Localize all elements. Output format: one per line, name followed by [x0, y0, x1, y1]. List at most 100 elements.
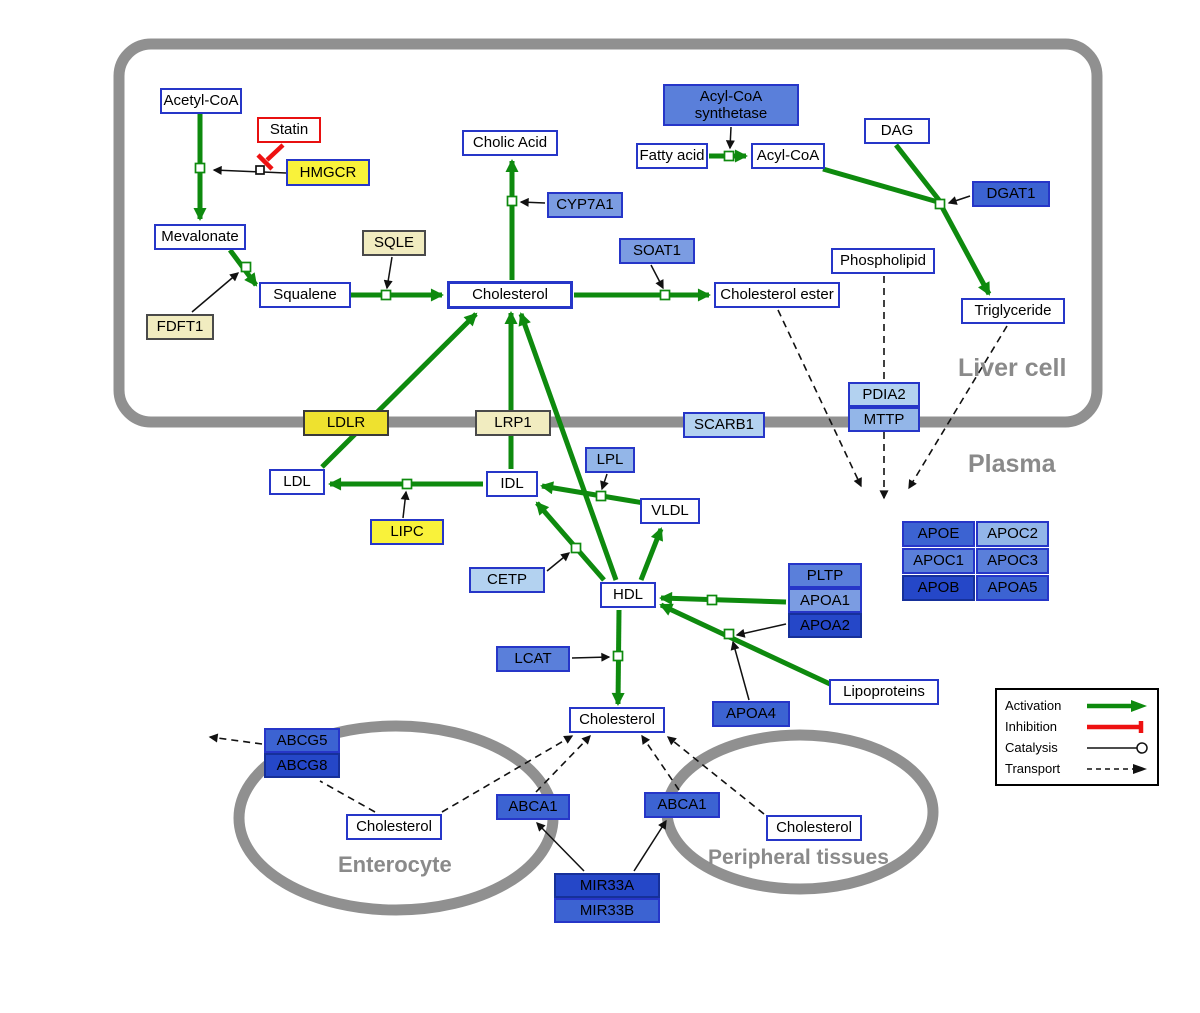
- catalysis-apoa-group: [735, 623, 787, 638]
- arrow-mir33-abca1-right: [633, 819, 667, 872]
- node-fdft1[interactable]: FDFT1: [146, 314, 214, 340]
- transport-cholesterol-ester: [777, 309, 862, 488]
- reaction-square: [706, 594, 718, 606]
- catalysis-edges: [191, 126, 971, 872]
- node-cholesterol-liver[interactable]: Cholesterol: [447, 281, 573, 309]
- node-lpl[interactable]: LPL: [585, 447, 635, 473]
- node-lipc[interactable]: LIPC: [370, 519, 444, 545]
- reaction-squares: [194, 150, 946, 662]
- legend-row-catalysis: Catalysis: [1005, 740, 1149, 755]
- transport-abca1-right: [641, 734, 680, 791]
- node-triglyceride[interactable]: Triglyceride: [961, 298, 1065, 324]
- reaction-square: [401, 478, 413, 490]
- node-apoa2[interactable]: APOA2: [788, 613, 862, 638]
- node-dag[interactable]: DAG: [864, 118, 930, 144]
- peripheral-tissues-label: Peripheral tissues: [708, 846, 889, 869]
- node-ldl[interactable]: LDL: [269, 469, 325, 495]
- legend-box: Activation Inhibition Catalysis Transpor…: [995, 688, 1159, 786]
- node-abcg8[interactable]: ABCG8: [264, 753, 340, 778]
- node-mttp[interactable]: MTTP: [848, 407, 920, 432]
- catalysis-fdft1: [191, 272, 240, 313]
- node-vldl[interactable]: VLDL: [640, 498, 700, 524]
- catalysis-sqle: [383, 256, 393, 290]
- node-cholesterol-enterocyte[interactable]: Cholesterol: [346, 814, 442, 840]
- reaction-square: [659, 289, 671, 301]
- node-idl[interactable]: IDL: [486, 471, 538, 497]
- catalysis-dgat1: [947, 195, 971, 205]
- node-squalene[interactable]: Squalene: [259, 282, 351, 308]
- catalysis-soat1: [650, 264, 664, 290]
- node-cholesterol-ester[interactable]: Cholesterol ester: [714, 282, 840, 308]
- edge-apoa-hdl: [659, 591, 787, 605]
- legend-row-transport: Transport: [1005, 761, 1149, 776]
- catalysis-hmgcr: [212, 165, 287, 175]
- catalysis-apoa4: [730, 640, 750, 701]
- catalysis-lpl: [600, 473, 609, 491]
- node-apoe[interactable]: APOE: [902, 521, 975, 547]
- node-acetyl-coa[interactable]: Acetyl-CoA: [160, 88, 242, 114]
- enterocyte-label: Enterocyte: [338, 852, 452, 877]
- edge-ldl-cholesterol: [320, 312, 478, 469]
- reaction-square: [723, 150, 735, 162]
- inhibition-target-square: [255, 165, 265, 175]
- node-apoc1[interactable]: APOC1: [902, 548, 975, 574]
- node-pdia2[interactable]: PDIA2: [848, 382, 920, 407]
- node-hmgcr[interactable]: HMGCR: [286, 159, 370, 186]
- node-sqle[interactable]: SQLE: [362, 230, 426, 256]
- node-cholesterol-plasma[interactable]: Cholesterol: [569, 707, 665, 733]
- node-acyl-coa[interactable]: Acyl-CoA: [751, 143, 825, 169]
- catalysis-acylcoa-synthetase: [725, 126, 735, 150]
- node-abcg5[interactable]: ABCG5: [264, 728, 340, 753]
- edge-acylcoa-junction: [822, 166, 939, 205]
- node-apoa4[interactable]: APOA4: [712, 701, 790, 727]
- node-scarb1[interactable]: SCARB1: [683, 412, 765, 438]
- node-lrp1[interactable]: LRP1: [475, 410, 551, 436]
- node-phospholipid[interactable]: Phospholipid: [831, 248, 935, 274]
- node-mir33b[interactable]: MIR33B: [554, 898, 660, 923]
- node-soat1[interactable]: SOAT1: [619, 238, 695, 264]
- inhibition-statin-bar: [256, 153, 274, 171]
- node-abca1-center[interactable]: ABCA1: [496, 794, 570, 820]
- edge-hdl-idl: [535, 501, 606, 582]
- node-lipoproteins[interactable]: Lipoproteins: [829, 679, 939, 705]
- node-dgat1[interactable]: DGAT1: [972, 181, 1050, 207]
- node-apob[interactable]: APOB: [902, 575, 975, 601]
- edge-hdl-cholesterol: [518, 312, 619, 581]
- reaction-square: [380, 289, 392, 301]
- legend-transport-label: Transport: [1005, 761, 1061, 776]
- node-fatty-acid[interactable]: Fatty acid: [636, 143, 708, 169]
- catalysis-cyp7a1: [519, 197, 546, 207]
- node-apoa1[interactable]: APOA1: [788, 588, 862, 613]
- node-apoc2[interactable]: APOC2: [976, 521, 1049, 547]
- node-cyp7a1[interactable]: CYP7A1: [547, 192, 623, 218]
- reaction-square: [595, 490, 607, 502]
- node-mevalonate[interactable]: Mevalonate: [154, 224, 246, 250]
- reaction-square: [194, 162, 206, 174]
- transport-chol-to-abcg: [319, 780, 376, 813]
- node-cetp[interactable]: CETP: [469, 567, 545, 593]
- edge-hdl-vldl: [638, 527, 664, 581]
- reaction-square: [934, 198, 946, 210]
- node-apoc3[interactable]: APOC3: [976, 548, 1049, 574]
- node-apoa5[interactable]: APOA5: [976, 575, 1049, 601]
- transport-triglyceride: [908, 325, 1008, 490]
- node-ldlr[interactable]: LDLR: [303, 410, 389, 436]
- node-cholic-acid[interactable]: Cholic Acid: [462, 130, 558, 156]
- edge-dag-junction: [894, 143, 941, 202]
- node-acyl-coa-synthetase[interactable]: Acyl-CoA synthetase: [663, 84, 799, 126]
- legend-inhibition-label: Inhibition: [1005, 719, 1058, 734]
- node-abca1-right[interactable]: ABCA1: [644, 792, 720, 818]
- transport-abcg-efflux: [208, 733, 263, 745]
- node-lcat[interactable]: LCAT: [496, 646, 570, 672]
- node-pltp[interactable]: PLTP: [788, 563, 862, 588]
- transport-arrow-glyph: [1087, 763, 1147, 774]
- reaction-square: [240, 261, 252, 273]
- inhibition-edge: [256, 143, 285, 171]
- node-statin[interactable]: Statin: [257, 117, 321, 143]
- catalysis-cetp: [546, 552, 571, 572]
- plasma-label: Plasma: [968, 450, 1056, 478]
- node-cholesterol-peripheral[interactable]: Cholesterol: [766, 815, 862, 841]
- node-mir33a[interactable]: MIR33A: [554, 873, 660, 898]
- node-hdl[interactable]: HDL: [600, 582, 656, 608]
